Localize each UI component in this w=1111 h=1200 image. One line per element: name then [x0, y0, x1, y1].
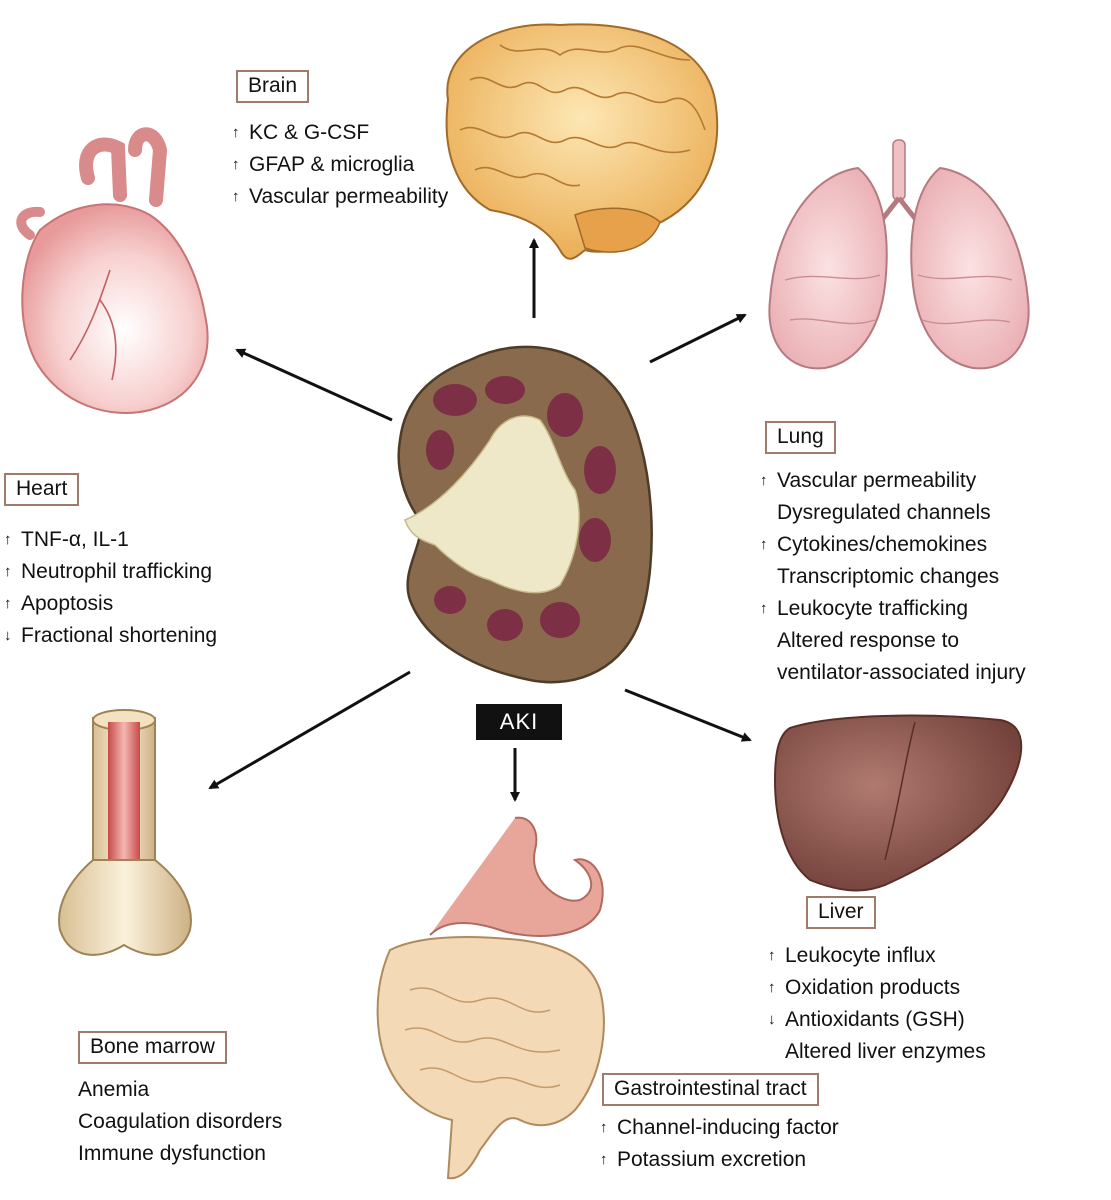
list-item: ↑ GFAP & microglia — [232, 149, 448, 181]
effect-text: Leukocyte influx — [785, 944, 936, 967]
effect-text: Potassium excretion — [617, 1148, 807, 1171]
heart-illustration — [16, 127, 209, 414]
effect-text: Cytokines/chemokines — [777, 533, 988, 556]
gi-tract-effects-list: ↑ Channel-inducing factor ↑ Potassium excr… — [600, 1112, 839, 1176]
liver-title: Liver — [806, 896, 876, 929]
heart-effects-list: ↑ TNF-α, IL-1 ↑ Neutrophil trafficking ↑ Ap… — [4, 524, 217, 652]
effect-marker: ↑ — [4, 595, 12, 612]
liver-effects-list: ↑ Leukocyte influx ↑ Oxidation products ↓ A… — [768, 940, 986, 1068]
list-item: ↑ Channel-inducing factor — [600, 1112, 839, 1144]
gi-tract-title: Gastrointestinal tract — [602, 1073, 819, 1106]
list-item: ↑ Potassium excretion — [600, 1144, 839, 1176]
brain-effects-list: ↑ KC & G-CSF ↑ GFAP & microglia ↑ Vascular … — [232, 117, 448, 213]
kidney-illustration — [397, 345, 653, 684]
effect-marker: ↑ — [600, 1151, 608, 1168]
effect-text: Vascular permeability — [249, 185, 449, 208]
effect-text: Antioxidants (GSH) — [785, 1008, 965, 1031]
effect-marker: ↑ — [768, 947, 776, 964]
liver-illustration — [773, 714, 1023, 892]
effect-text: Channel-inducing factor — [617, 1116, 839, 1139]
list-item: Transcriptomic changes — [760, 561, 1026, 593]
aki-label: AKI — [476, 704, 562, 740]
bone-marrow-effects-list: Anemia Coagulation disorders Immune dysf… — [78, 1074, 282, 1170]
effect-text: Apoptosis — [21, 592, 114, 615]
effect-marker: ↑ — [760, 600, 768, 617]
effect-text: KC & G-CSF — [249, 121, 370, 144]
effect-text: Immune dysfunction — [78, 1142, 266, 1165]
arrow-to-heart — [235, 348, 393, 422]
gi-tract-illustration — [376, 816, 605, 1180]
effect-text: Dysregulated channels — [777, 501, 991, 524]
effect-marker: ↑ — [232, 188, 240, 205]
effect-marker: ↑ — [760, 472, 768, 489]
list-item: ↓ Antioxidants (GSH) — [768, 1004, 986, 1036]
list-item: Dysregulated channels — [760, 497, 1026, 529]
list-item: Anemia — [78, 1074, 282, 1106]
effect-marker: ↑ — [4, 563, 12, 580]
effect-text: Altered liver enzymes — [785, 1040, 986, 1063]
list-item: ↑ Oxidation products — [768, 972, 986, 1004]
list-item: Coagulation disorders — [78, 1106, 282, 1138]
list-item: ↑ Vascular permeability — [760, 465, 1026, 497]
list-item: ↑ Cytokines/chemokines — [760, 529, 1026, 561]
list-item: Immune dysfunction — [78, 1138, 282, 1170]
brain-illustration — [445, 23, 719, 260]
effect-text: Fractional shortening — [21, 624, 218, 647]
brain-title: Brain — [236, 70, 310, 103]
list-item: Altered liver enzymes — [768, 1036, 986, 1068]
effect-marker: ↑ — [768, 979, 776, 996]
list-item: ↑ Leukocyte trafficking — [760, 593, 1026, 625]
arrow-to-bone-marrow — [208, 670, 411, 790]
effect-text: Neutrophil trafficking — [21, 560, 213, 583]
arrows — [208, 238, 752, 802]
effect-text: TNF-α, IL-1 — [21, 528, 129, 551]
effect-text: ventilator-associated injury — [777, 661, 1026, 684]
effect-marker: ↑ — [232, 124, 240, 141]
list-item: Altered response to — [760, 625, 1026, 657]
bone-marrow-illustration — [58, 709, 192, 956]
lung-illustration — [768, 139, 1030, 370]
lung-title: Lung — [765, 421, 836, 454]
list-item: ↑ Vascular permeability — [232, 181, 448, 213]
list-item: ↑ Leukocyte influx — [768, 940, 986, 972]
effect-text: Vascular permeability — [777, 469, 977, 492]
effect-marker: ↑ — [4, 531, 12, 548]
effect-marker: ↓ — [4, 627, 12, 644]
effect-marker: ↑ — [760, 536, 768, 553]
bone-marrow-title: Bone marrow — [78, 1031, 227, 1064]
list-item: ↑ KC & G-CSF — [232, 117, 448, 149]
list-item: ↓ Fractional shortening — [4, 620, 217, 652]
effect-text: Transcriptomic changes — [777, 565, 1000, 588]
arrow-to-liver — [624, 688, 752, 742]
arrow-to-lung — [649, 313, 747, 364]
effect-marker: ↓ — [768, 1011, 776, 1028]
list-item: ventilator-associated injury — [760, 657, 1026, 689]
effect-text: Anemia — [78, 1078, 150, 1101]
list-item: ↑ TNF-α, IL-1 — [4, 524, 217, 556]
effect-text: Oxidation products — [785, 976, 961, 999]
effect-text: GFAP & microglia — [249, 153, 415, 176]
heart-title: Heart — [4, 473, 80, 506]
effect-marker: ↑ — [600, 1119, 608, 1136]
list-item: ↑ Neutrophil trafficking — [4, 556, 217, 588]
effect-text: Leukocyte trafficking — [777, 597, 969, 620]
effect-marker: ↑ — [232, 156, 240, 173]
list-item: ↑ Apoptosis — [4, 588, 217, 620]
lung-effects-list: ↑ Vascular permeability Dysregulated chan… — [760, 465, 1026, 689]
effect-text: Altered response to — [777, 629, 960, 652]
effect-text: Coagulation disorders — [78, 1110, 283, 1133]
